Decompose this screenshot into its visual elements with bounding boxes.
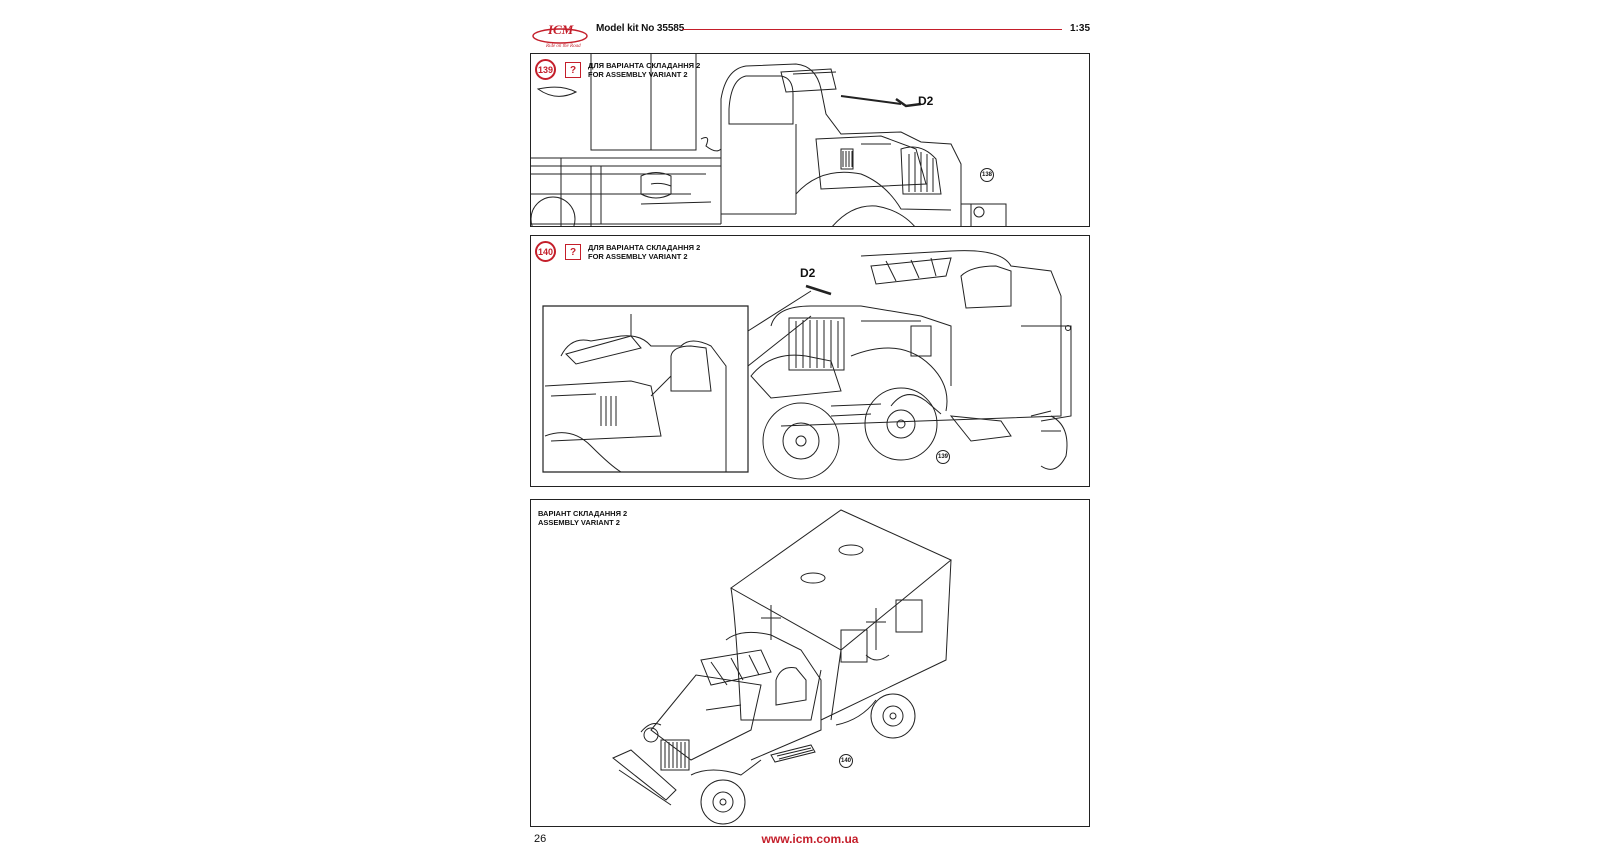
part-label-d2: D2 xyxy=(918,94,934,108)
step-139-illustration xyxy=(531,54,1090,227)
reference-step-badge: 139 xyxy=(936,450,950,464)
step-number-badge: 139 xyxy=(535,59,556,80)
optional-step-icon: ? xyxy=(565,244,581,260)
assembly-variant-2-panel: ВАРІАНТ СКЛАДАННЯ 2 ASSEMBLY VARIANT 2 1… xyxy=(530,499,1090,827)
svg-text:Ride on the Road: Ride on the Road xyxy=(545,44,581,49)
caption-ukrainian: ДЛЯ ВАРІАНТА СКЛАДАННЯ 2 xyxy=(588,243,701,252)
icm-logo: ICM Ride on the Road xyxy=(530,19,590,49)
svg-text:ICM: ICM xyxy=(547,22,574,37)
final-view-caption: ВАРІАНТ СКЛАДАННЯ 2 ASSEMBLY VARIANT 2 xyxy=(538,509,627,527)
reference-step-badge: 140 xyxy=(839,754,853,768)
page-header: ICM Ride on the Road Model kit No 35585 … xyxy=(530,15,1090,49)
step-caption: ДЛЯ ВАРІАНТА СКЛАДАННЯ 2 FOR ASSEMBLY VA… xyxy=(588,61,700,79)
step-caption: ДЛЯ ВАРІАНТА СКЛАДАННЯ 2 FOR ASSEMBLY VA… xyxy=(588,243,700,261)
model-kit-number: Model kit No 35585 xyxy=(596,23,685,34)
ambulance-truck-illustration xyxy=(531,500,1090,827)
caption-ukrainian: ВАРІАНТ СКЛАДАННЯ 2 xyxy=(538,509,628,518)
optional-step-icon: ? xyxy=(565,62,581,78)
part-label-d2: D2 xyxy=(800,266,816,280)
step-140-panel: 140 ? ДЛЯ ВАРІАНТА СКЛАДАННЯ 2 FOR ASSEM… xyxy=(530,235,1090,487)
step-number-badge: 140 xyxy=(535,241,556,262)
caption-ukrainian: ДЛЯ ВАРІАНТА СКЛАДАННЯ 2 xyxy=(588,61,701,70)
instruction-page: ICM Ride on the Road Model kit No 35585 … xyxy=(530,15,1090,846)
step-139-panel: 139 ? ДЛЯ ВАРІАНТА СКЛАДАННЯ 2 FOR ASSEM… xyxy=(530,53,1090,227)
caption-english: ASSEMBLY VARIANT 2 xyxy=(538,518,620,527)
caption-english: FOR ASSEMBLY VARIANT 2 xyxy=(588,70,688,79)
header-rule xyxy=(682,29,1062,30)
icm-logo-graphic: ICM Ride on the Road xyxy=(532,22,588,49)
reference-step-badge: 138 xyxy=(980,168,994,182)
website-link[interactable]: www.icm.com.ua xyxy=(761,832,859,846)
page-number: 26 xyxy=(534,833,547,845)
caption-english: FOR ASSEMBLY VARIANT 2 xyxy=(588,252,688,261)
model-scale: 1:35 xyxy=(1069,23,1090,34)
step-140-illustration xyxy=(531,236,1090,487)
